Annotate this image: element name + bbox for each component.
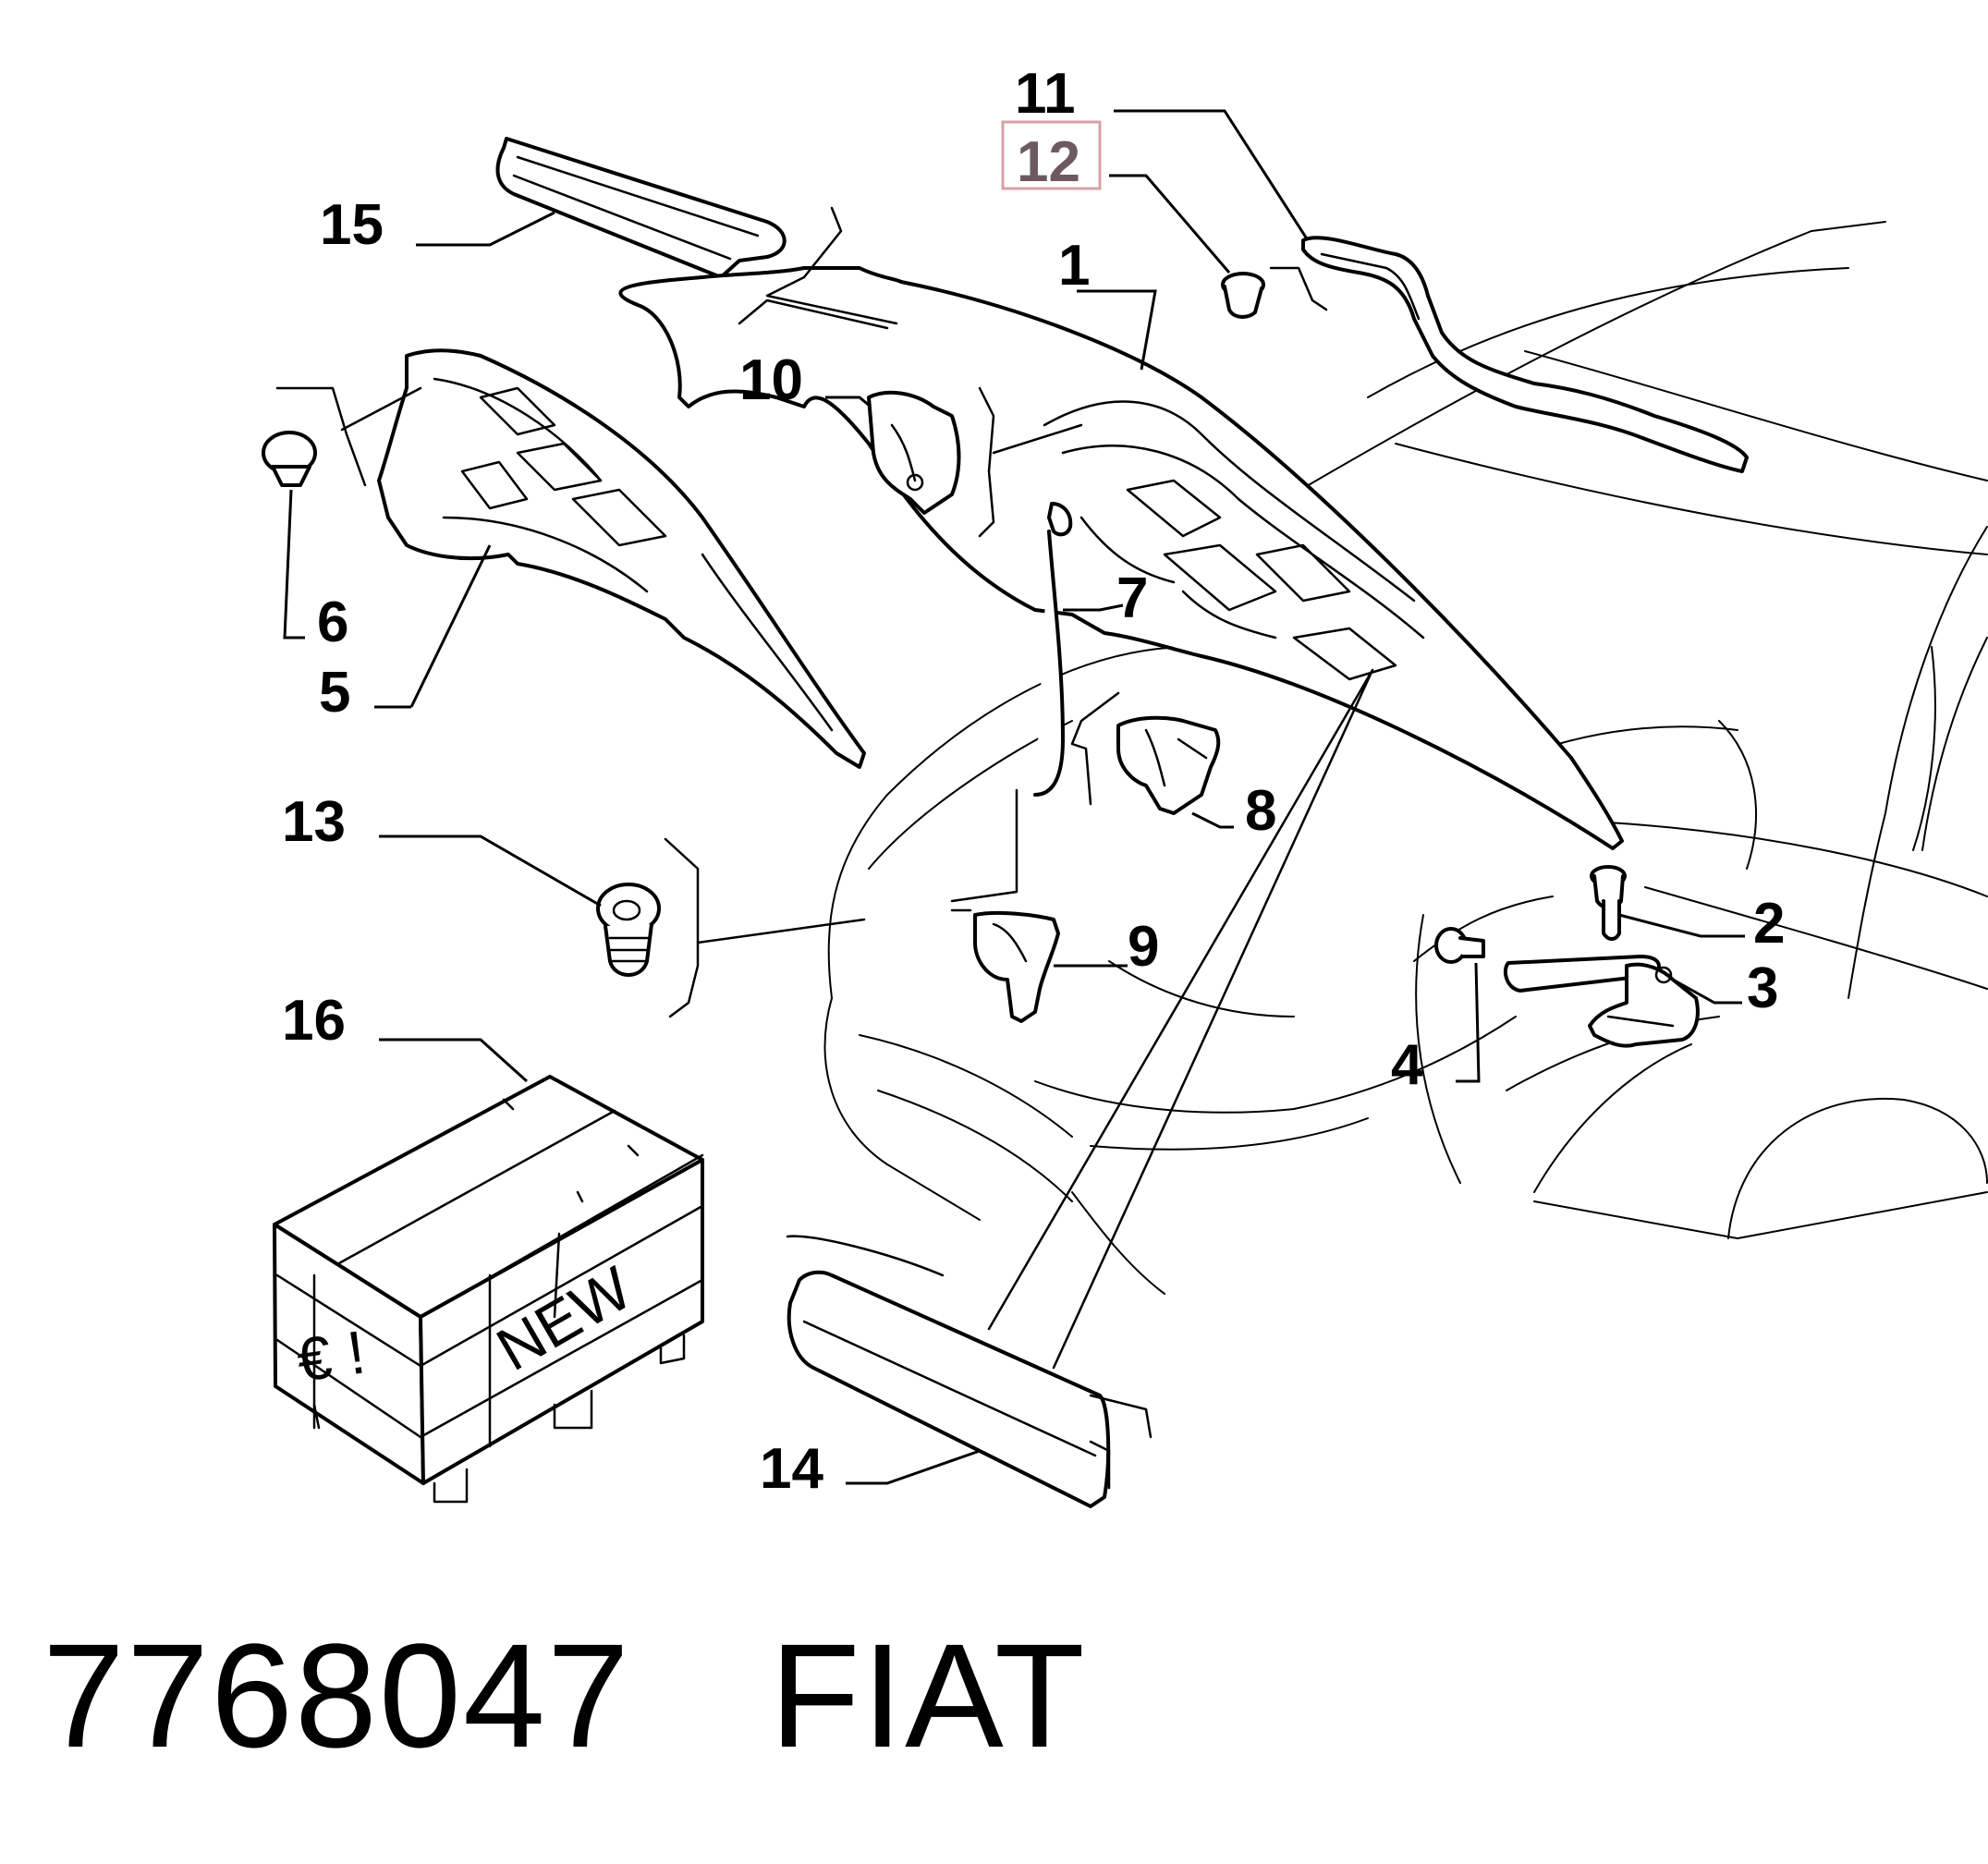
leader-1 [1077,289,1157,371]
callout-1: 1 [1058,234,1090,298]
part-16-crate: € ! NEW [273,1075,704,1504]
callout-6: 6 [317,591,348,654]
highlight-box-12 [1001,120,1102,190]
bracket-10 [978,386,995,538]
callout-3: 3 [1747,956,1778,1020]
part-3-hinge [1503,955,1700,1048]
leader-7 [1063,603,1124,612]
callout-15: 15 [320,193,384,257]
part-13-bump-stop [596,883,661,977]
part-number: 7768047 [43,1613,631,1778]
leader-6 [283,489,305,640]
guide-line-15 [765,206,898,325]
part-2-bolt [1590,865,1627,941]
part-15-seal [495,137,787,279]
bracket-13b [696,918,866,944]
callout-8: 8 [1245,779,1276,843]
callout-7: 7 [1116,567,1148,630]
part-5-insulation-pad [377,348,866,769]
bracket-8 [1070,691,1120,806]
leader-8 [1191,811,1234,829]
callout-14: 14 [760,1437,823,1501]
car-body-outline [823,221,1988,1295]
leader-5 [409,544,492,708]
guide-7-9 [950,788,1018,903]
part-11-top-seal [1301,236,1749,473]
guide-line-15b [738,298,889,330]
leader-11 [1114,109,1310,241]
leader-15 [416,211,555,247]
bracket-6 [275,386,367,487]
leader-1-long [987,668,1374,1370]
part-10-latch-pad [867,390,961,515]
callout-9: 9 [1128,915,1159,979]
callout-5: 5 [319,661,350,725]
callout-10: 10 [739,348,803,412]
bracket-13 [664,837,700,1018]
part-9-lock [973,910,1060,1023]
callout-4: 4 [1391,1033,1423,1097]
callout-16: 16 [282,989,346,1053]
bracket-11 [1269,266,1328,311]
part-4-bolt [1434,927,1485,964]
leader-14 [846,1449,981,1485]
part-12-clip [1221,272,1265,319]
part-6-grommet [262,431,317,487]
bracket-6b [340,386,422,432]
leader-12 [1109,174,1231,274]
leader-2 [1618,913,1745,938]
leader-3 [1672,978,1742,1005]
leader-13 [379,835,602,908]
leader-4 [1456,962,1481,1083]
leader-16 [379,1038,529,1083]
leader-10 [825,396,872,408]
part-7-prop-rod [1033,502,1073,797]
brand-name: FIAT [769,1613,1087,1778]
callout-13: 13 [282,790,346,854]
callout-2: 2 [1753,892,1785,956]
guide-14b [1089,1394,1153,1439]
bracket-10b [992,423,1083,455]
part-14-trim-strip [787,1270,1111,1508]
crate-symbols: € ! [293,1317,370,1394]
guide-14a [786,1235,945,1277]
callout-11: 11 [1015,62,1076,126]
callout-12: 12 [1017,130,1080,194]
part-8-latch-bracket [1116,715,1221,815]
